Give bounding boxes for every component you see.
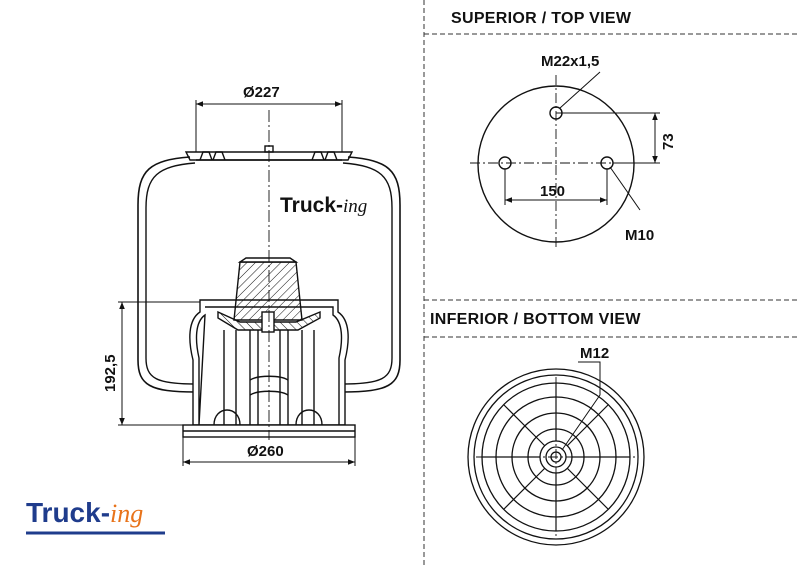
bolt-spacing-label: 150: [540, 183, 565, 200]
rubber-section: [217, 310, 321, 331]
side-view: [137, 110, 401, 440]
top-view-title: SUPERIOR / TOP VIEW: [451, 10, 632, 27]
logo-suffix: ing: [110, 499, 143, 528]
bellows-outer: [137, 156, 401, 393]
height-label: 192,5: [102, 354, 119, 392]
bellows-brand: Truck-ing: [280, 194, 367, 217]
logo-main: Truck-: [26, 497, 110, 528]
bumper-hatched: [233, 261, 303, 321]
stud-label: M22x1,5: [541, 53, 599, 70]
bottom-thread-label: M12: [580, 345, 609, 362]
bottom-diameter-label: Ø260: [247, 443, 284, 460]
bolt-label: M10: [625, 227, 654, 244]
bellows-inner: [145, 162, 393, 385]
bellows-brand-suffix: ing: [343, 196, 367, 217]
brand-logo: Truck-ing: [26, 497, 165, 535]
bellows-brand-main: Truck-: [280, 194, 343, 217]
top-view: [470, 71, 660, 250]
frame-dividers: [423, 0, 800, 565]
side-dimensions: [118, 100, 356, 466]
svg-text:Truck-ing: Truck-ing: [26, 497, 143, 528]
bottom-view-title: INFERIOR / BOTTOM VIEW: [430, 311, 641, 328]
base-outer: [467, 368, 645, 546]
svg-text:Truck-ing: Truck-ing: [280, 194, 367, 217]
bottom-view: [467, 361, 645, 546]
top-diameter-label: Ø227: [243, 84, 280, 101]
top-plate-circle: [477, 85, 635, 243]
offset-label: 73: [660, 133, 677, 150]
